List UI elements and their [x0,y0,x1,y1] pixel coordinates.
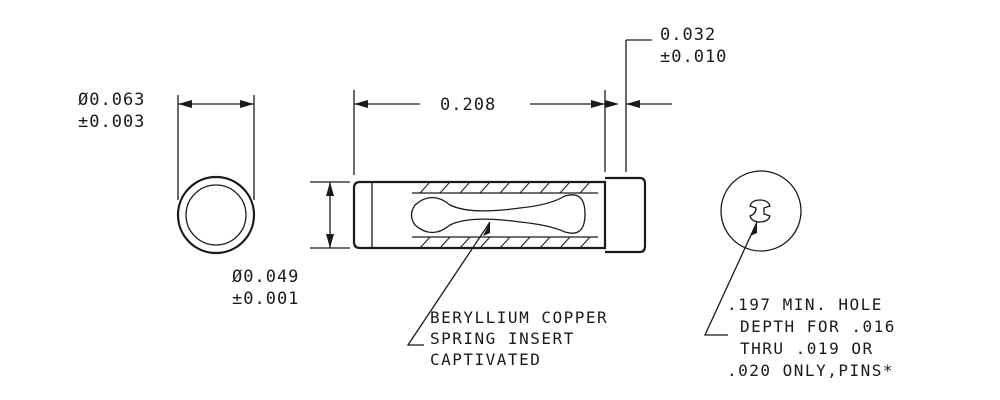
outer-diameter-dimension: Ø0.063 ±0.003 [78,90,255,200]
length-value: 0.208 [440,95,496,115]
hatch-pattern [419,181,591,249]
insert-note-line-2: SPRING INSERT [430,329,575,348]
inner-diameter-dimension: Ø0.049 ±0.001 [232,181,350,309]
hole-note: .197 MIN. HOLE DEPTH FOR .016 THRU .019 … [703,221,896,380]
inner-diameter-value: Ø0.049 [232,267,299,287]
head-length-tolerance: ±0.010 [660,47,727,67]
end-view-ring [176,175,256,255]
hole-note-line-2: DEPTH FOR .016 [740,317,896,336]
insert-note-line-3: CAPTIVATED [430,350,541,369]
hole-note-line-4: .020 ONLY,PINS* [727,361,894,380]
insert-note-line-1: BERYLLIUM COPPER [430,308,608,327]
hole-note-line-1: .197 MIN. HOLE [727,295,883,314]
side-view-body [352,176,647,254]
head-length-value: 0.032 [660,25,716,45]
inner-diameter-tolerance: ±0.001 [232,289,299,309]
outer-diameter-tolerance: ±0.003 [78,112,145,132]
end-view-slotted [720,170,802,252]
head-length-dimension: 0.032 ±0.010 [605,25,727,172]
outer-diameter-value: Ø0.063 [78,90,145,110]
hole-note-line-3: THRU .019 OR [740,339,874,358]
insert-note: BERYLLIUM COPPER SPRING INSERT CAPTIVATE… [406,221,608,369]
length-dimension: 0.208 [353,90,606,175]
